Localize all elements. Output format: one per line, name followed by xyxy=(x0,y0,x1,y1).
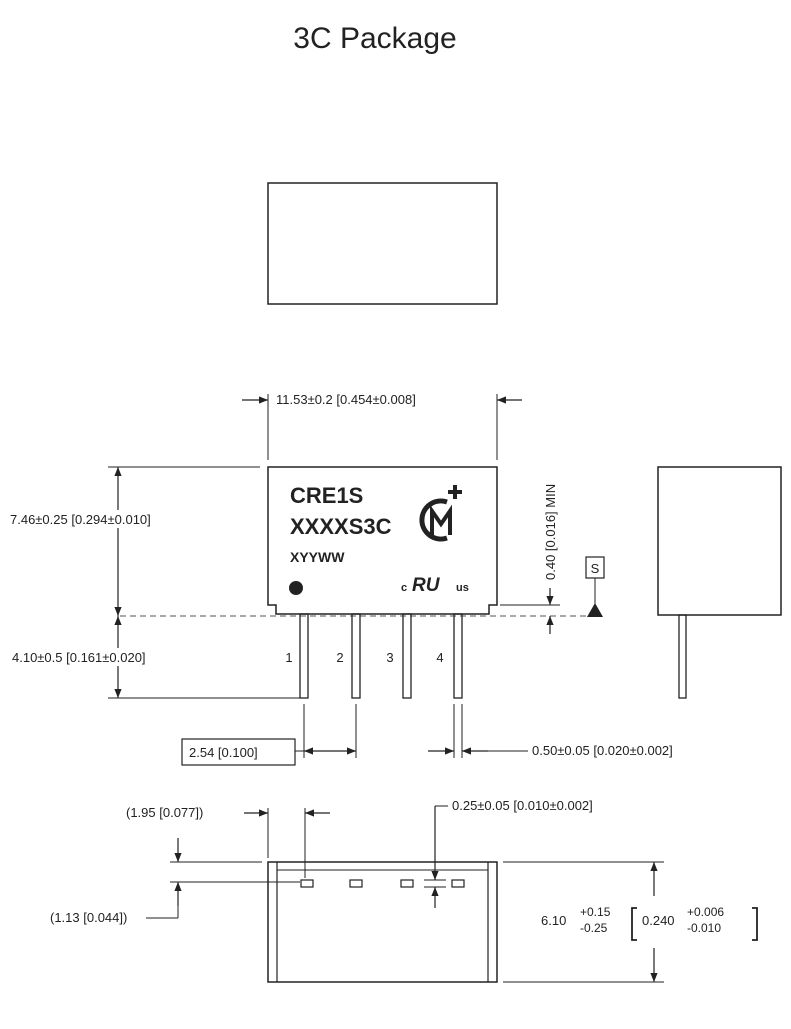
dim-depth-mm-base: 6.10 xyxy=(541,913,566,928)
dim-depth-in-base: 0.240 xyxy=(642,913,675,928)
svg-text:RU: RU xyxy=(412,575,441,596)
side-view-pin xyxy=(678,614,687,699)
dim-pin-length: 4.10±0.5 [0.161±0.020] xyxy=(10,616,300,699)
bottom-view xyxy=(267,861,498,983)
pin-4 xyxy=(453,613,463,699)
dim-pitch-label: 2.54 [0.100] xyxy=(189,745,258,760)
pin-footprint xyxy=(400,879,414,888)
dim-pin-offset-x: (1.95 [0.077]) xyxy=(126,805,330,878)
bracket-left-icon xyxy=(631,907,637,941)
pin-label: 1 xyxy=(285,650,292,665)
dim-body-height: 7.46±0.25 [0.294±0.010] xyxy=(10,466,260,616)
dim-depth: 6.10 +0.15 -0.25 0.240 +0.006 -0.010 xyxy=(503,861,758,983)
pin-label: 3 xyxy=(386,650,393,665)
pin-label: 2 xyxy=(336,650,343,665)
marking-line1: CRE1S xyxy=(290,483,363,508)
dim-pin-offset-y-label: (1.13 [0.044]) xyxy=(50,910,127,925)
dim-depth-mm-plus: +0.15 xyxy=(580,905,611,919)
marking-line2: XXXXS3C xyxy=(290,514,392,539)
dim-pin-width: 0.50±0.05 [0.020±0.002] xyxy=(428,704,673,758)
pin1-dot-icon xyxy=(289,581,303,595)
front-view: 1 2 3 4 CRE1S XXXXS3C XYYWW c RU us xyxy=(120,466,600,699)
cm-logo-icon xyxy=(419,485,462,542)
dim-pin-offset-y: (1.13 [0.044]) xyxy=(50,838,300,925)
pin-footprint xyxy=(451,879,465,888)
dim-standoff-label: 0.40 [0.016] MIN xyxy=(543,484,558,580)
dim-depth-mm-minus: -0.25 xyxy=(580,921,608,935)
pin-label: 4 xyxy=(436,650,443,665)
cert-us-text: us xyxy=(456,582,469,594)
pin-2 xyxy=(351,613,361,699)
marking-line3: XYYWW xyxy=(290,549,345,565)
pin-footprint xyxy=(300,879,314,888)
side-view-body xyxy=(657,466,782,616)
dim-depth-in-plus: +0.006 xyxy=(687,905,724,919)
front-view-body xyxy=(267,466,498,615)
dim-depth-in-minus: -0.010 xyxy=(687,921,721,935)
ul-recognized-icon: RU xyxy=(412,575,441,596)
pin-footprint xyxy=(349,879,363,888)
cert-c-text: c xyxy=(401,582,407,594)
pin-3 xyxy=(402,613,412,699)
dim-pin-thickness: 0.25±0.05 [0.010±0.002] xyxy=(424,798,593,908)
dim-standoff: 0.40 [0.016] MIN xyxy=(500,484,560,634)
top-view-outline xyxy=(267,182,498,305)
dim-pin-offset-x-label: (1.95 [0.077]) xyxy=(126,805,203,820)
bracket-right-icon xyxy=(752,907,758,941)
dim-body-height-label: 7.46±0.25 [0.294±0.010] xyxy=(10,512,151,527)
page-title: 3C Package xyxy=(293,22,456,55)
seating-plane-symbol: S xyxy=(585,556,605,617)
dim-pitch: 2.54 [0.100] xyxy=(181,704,357,766)
dim-pin-thickness-label: 0.25±0.05 [0.010±0.002] xyxy=(452,798,593,813)
seating-plane-label: S xyxy=(591,561,600,576)
bottom-view-body xyxy=(267,861,498,983)
pin-1 xyxy=(299,613,309,699)
dim-width: 11.53±0.2 [0.454±0.008] xyxy=(242,392,522,460)
dim-width-label: 11.53±0.2 [0.454±0.008] xyxy=(276,392,416,407)
dim-pin-width-label: 0.50±0.05 [0.020±0.002] xyxy=(532,743,673,758)
dim-pin-length-label: 4.10±0.5 [0.161±0.020] xyxy=(12,650,146,665)
